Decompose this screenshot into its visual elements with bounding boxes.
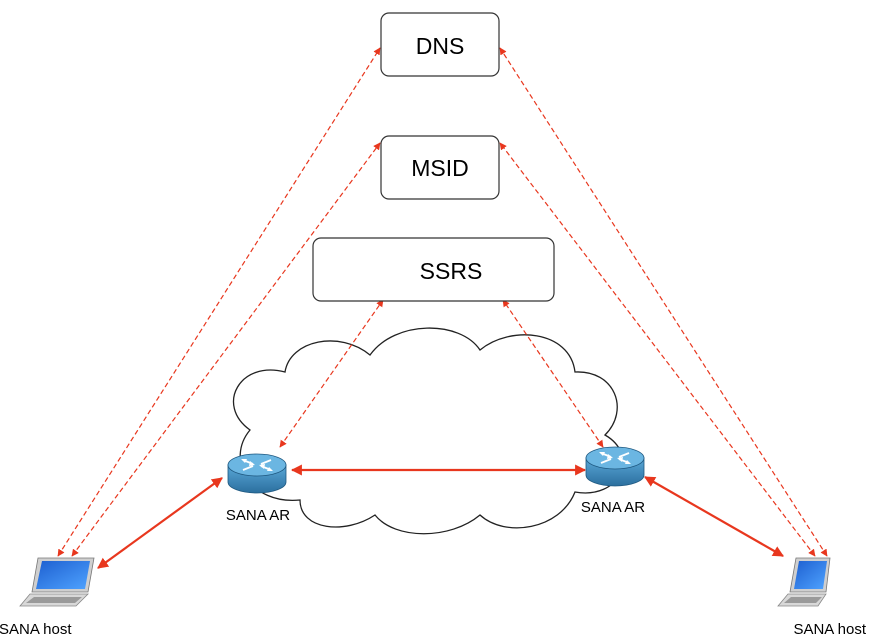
laptop-icon <box>19 557 95 607</box>
link-right-router-ssrs <box>502 299 604 448</box>
laptop-icon <box>777 557 831 607</box>
dns-server: DNS <box>380 12 500 77</box>
link-left-host-msid <box>71 142 381 557</box>
left-router-label: SANA AR <box>226 507 290 524</box>
right-router-label: SANA AR <box>581 499 645 516</box>
signaling-links-left <box>57 47 381 557</box>
right-router: SANA AR <box>581 446 645 516</box>
msid-label: MSID <box>411 155 469 181</box>
right-host-label: SANA host <box>793 621 866 638</box>
link-left-router-ssrs <box>279 299 384 448</box>
data-links <box>97 464 784 569</box>
link-left-host-router <box>97 477 223 569</box>
ssrs-server: SSRS <box>312 237 555 302</box>
msid-server: MSID <box>380 135 500 200</box>
dns-label: DNS <box>416 33 465 59</box>
left-host: SANA host <box>0 557 95 638</box>
ssrs-label: SSRS <box>420 258 483 284</box>
signaling-links-right <box>499 47 828 557</box>
router-icon <box>227 453 287 494</box>
left-router: SANA AR <box>226 453 290 524</box>
link-right-router-host <box>644 476 784 557</box>
router-icon <box>585 446 645 487</box>
link-right-host-msid <box>499 142 816 557</box>
left-host-label: SANA host <box>0 621 72 638</box>
right-host: SANA host <box>777 557 867 638</box>
router-ssrs-links <box>279 299 604 448</box>
